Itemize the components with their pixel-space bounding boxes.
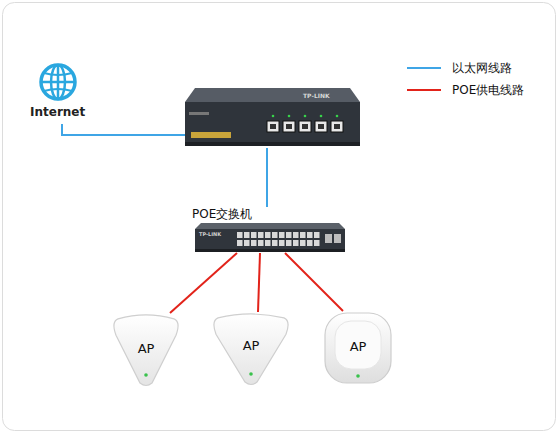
router: TP-LINK — [185, 88, 360, 148]
access-point: AP — [323, 311, 393, 385]
legend-text: 以太网线路 — [452, 60, 512, 77]
router-shape — [185, 88, 360, 148]
brand-logo: TP-LINK — [303, 92, 330, 99]
access-point: AP — [112, 313, 180, 387]
poe-switch: POE交换机 TP-LINK — [193, 207, 347, 253]
node-label: AP — [323, 339, 393, 354]
legend-sample — [407, 67, 441, 69]
page-border — [3, 3, 556, 431]
node-heading: POE交换机 — [192, 206, 252, 223]
node-label: AP — [212, 338, 290, 353]
legend-sample — [407, 89, 441, 91]
internet-globe: Internet — [28, 60, 88, 124]
poe-line — [285, 253, 343, 311]
ethernet-line — [62, 124, 185, 135]
poe-line — [258, 253, 260, 312]
node-label: Internet — [30, 105, 85, 119]
poe-line — [170, 253, 237, 313]
ethernet-line — [266, 148, 268, 207]
brand-logo: TP-LINK — [199, 231, 221, 237]
node-label: AP — [112, 341, 180, 356]
legend-line — [407, 66, 441, 70]
legend-line — [407, 88, 441, 92]
legend-text: POE供电线路 — [452, 82, 524, 99]
access-point: AP — [212, 312, 290, 386]
